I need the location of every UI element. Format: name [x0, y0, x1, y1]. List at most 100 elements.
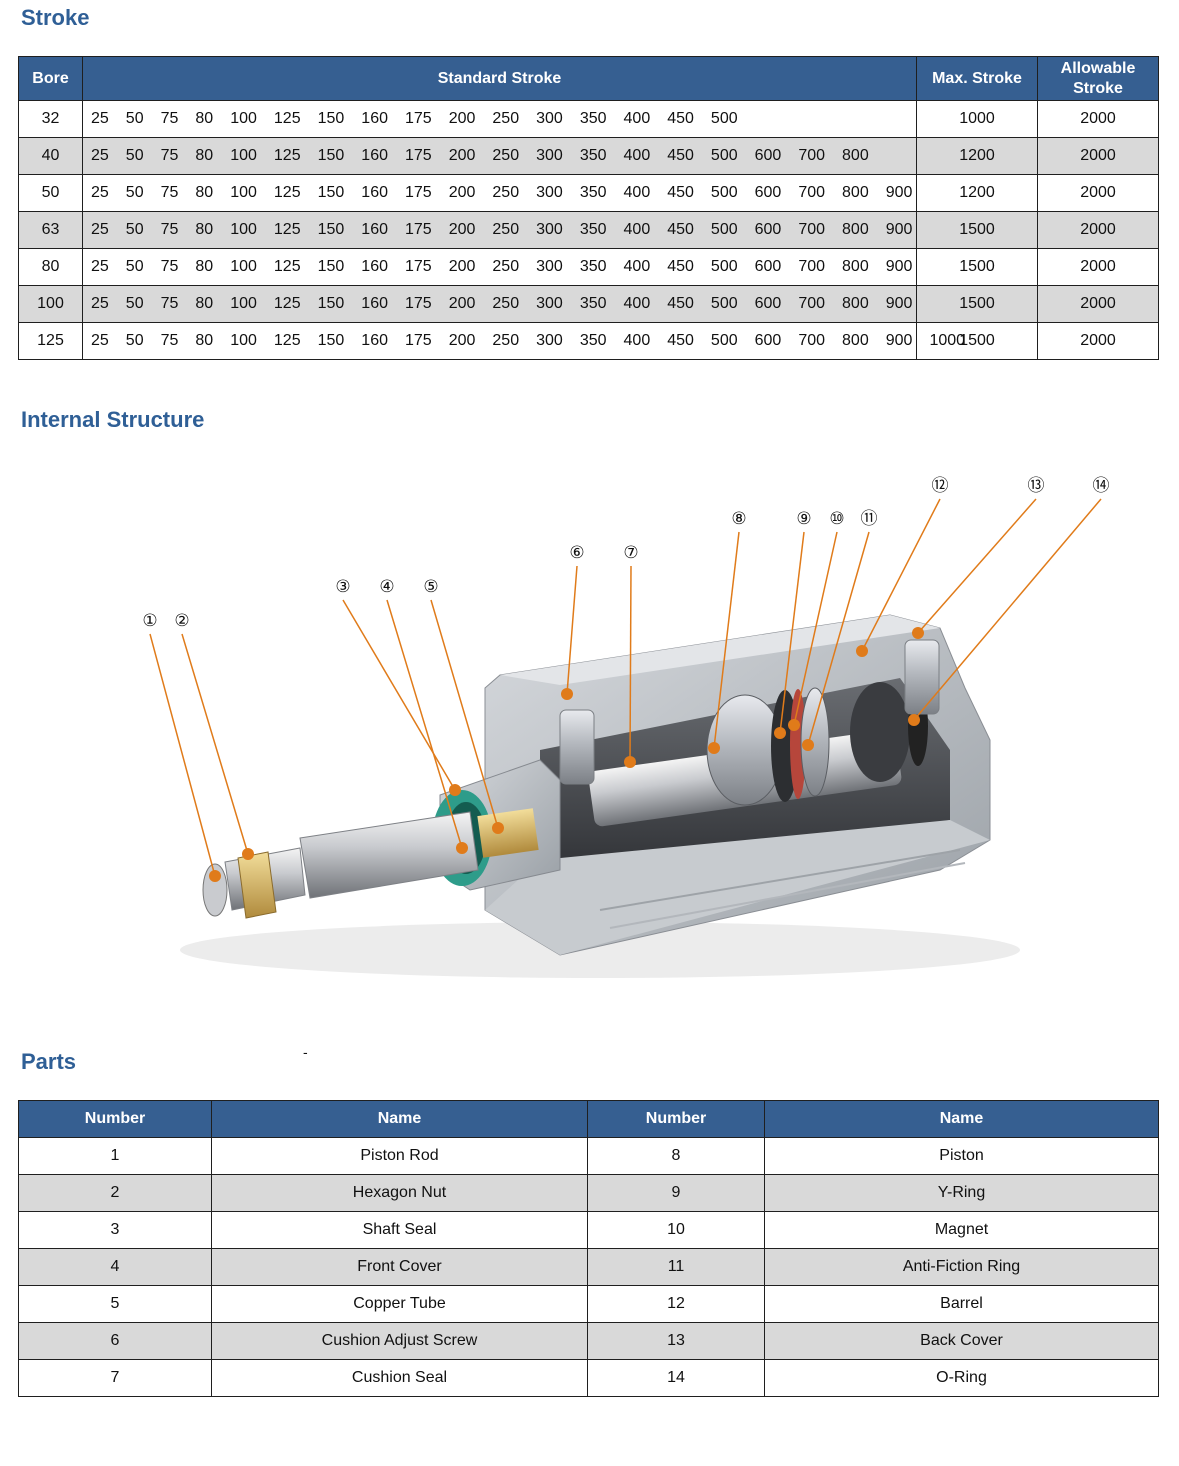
stroke-value: 25: [91, 332, 109, 349]
stroke-value: 200: [448, 295, 476, 312]
stroke-value: 350: [579, 110, 607, 127]
leader-line: [917, 498, 1037, 634]
stroke-value: 450: [667, 184, 694, 201]
stroke-value: 450: [667, 258, 694, 275]
stroke-value: 900: [885, 332, 913, 349]
stroke-value: 160: [361, 295, 388, 312]
allowable-stroke-cell: 2000: [1037, 322, 1159, 360]
leader-dot: [209, 870, 221, 882]
leader-dot: [624, 756, 636, 768]
callout-number-14: ⑭: [1093, 476, 1110, 496]
leader-dot: [456, 842, 468, 854]
allowable-header-line1: Allowable: [1060, 59, 1136, 77]
leader-line: [793, 531, 838, 726]
stroke-value: 500: [710, 110, 738, 127]
max-stroke-cell: 1200: [916, 174, 1038, 212]
stroke-value: 700: [798, 221, 826, 238]
stroke-value: 125: [273, 221, 301, 238]
stroke-value: 100: [230, 332, 257, 349]
stroke-value: 1000: [929, 332, 966, 349]
leader-dot: [449, 784, 461, 796]
stroke-value: 600: [754, 147, 782, 164]
max-stroke-cell: 1500: [916, 211, 1038, 249]
stroke-value: 350: [579, 147, 607, 164]
stroke-value: 500: [710, 184, 738, 201]
leader-line: [430, 599, 499, 829]
stroke-value: 175: [405, 295, 432, 312]
stroke-value: 150: [317, 221, 345, 238]
leader-dot: [802, 739, 814, 751]
stroke-value: 500: [710, 332, 738, 349]
allowable-stroke-cell: 2000: [1037, 137, 1159, 175]
stroke-value: 100: [230, 295, 257, 312]
stroke-value: 900: [885, 184, 913, 201]
stroke-value: 25: [91, 184, 109, 201]
stroke-value: 400: [623, 110, 651, 127]
max-stroke-cell: 1200: [916, 137, 1038, 175]
stroke-value: 400: [623, 332, 651, 349]
allowable-header-line2: Stroke: [1073, 79, 1123, 97]
stroke-value: 75: [160, 258, 179, 275]
stroke-value: 160: [361, 110, 388, 127]
stroke-value: 500: [710, 147, 738, 164]
leader-line: [713, 531, 740, 749]
stroke-value: 300: [536, 295, 563, 312]
stroke-value: 300: [536, 147, 563, 164]
stroke-value: 160: [361, 147, 388, 164]
callout-number-8: ⑧: [731, 509, 746, 529]
part-name-cell: Back Cover: [764, 1322, 1159, 1360]
stroke-value: 100: [230, 110, 257, 127]
stroke-value: 200: [448, 258, 476, 275]
stroke-value: 25: [91, 147, 109, 164]
stroke-value: 150: [317, 332, 345, 349]
stroke-value: 25: [91, 295, 109, 312]
part-name-cell: Y-Ring: [764, 1174, 1159, 1212]
stroke-value: 800: [842, 184, 869, 201]
stroke-value: 600: [754, 221, 782, 238]
leader-line: [149, 633, 216, 877]
stroke-value: 450: [667, 221, 694, 238]
leader-dot: [492, 822, 504, 834]
name-header-1: Name: [211, 1100, 588, 1138]
stroke-value: 175: [405, 184, 432, 201]
stroke-title: Stroke: [21, 5, 90, 30]
part-number-cell: 10: [587, 1211, 765, 1249]
stroke-value: 800: [842, 295, 869, 312]
part-name-cell: Cushion Seal: [211, 1359, 588, 1397]
part-name-cell: Cushion Adjust Screw: [211, 1322, 588, 1360]
stroke-value: 75: [160, 147, 179, 164]
stroke-value: 600: [754, 332, 782, 349]
part-number-cell: 8: [587, 1137, 765, 1175]
stroke-value: 80: [195, 332, 214, 349]
stroke-value: 250: [492, 221, 520, 238]
cushion-screw-back: [904, 639, 940, 715]
stroke-value: 250: [492, 110, 520, 127]
stroke-value: 400: [623, 258, 651, 275]
stroke-value: 250: [492, 184, 520, 201]
stroke-value: 75: [160, 184, 179, 201]
stroke-value: 75: [160, 110, 179, 127]
stroke-value: 100: [230, 184, 257, 201]
stroke-value: 25: [91, 221, 109, 238]
leader-line: [181, 633, 249, 855]
part-number-cell: 13: [587, 1322, 765, 1360]
max-stroke-header: Max. Stroke: [916, 56, 1038, 101]
stroke-value: 175: [405, 332, 432, 349]
stroke-value: 800: [842, 258, 869, 275]
stroke-value: 150: [317, 258, 345, 275]
leader-line: [913, 498, 1102, 721]
stroke-value: 250: [492, 147, 520, 164]
part-number-cell: 12: [587, 1285, 765, 1323]
stroke-value: 75: [160, 332, 179, 349]
part-number-cell: 3: [18, 1211, 212, 1249]
